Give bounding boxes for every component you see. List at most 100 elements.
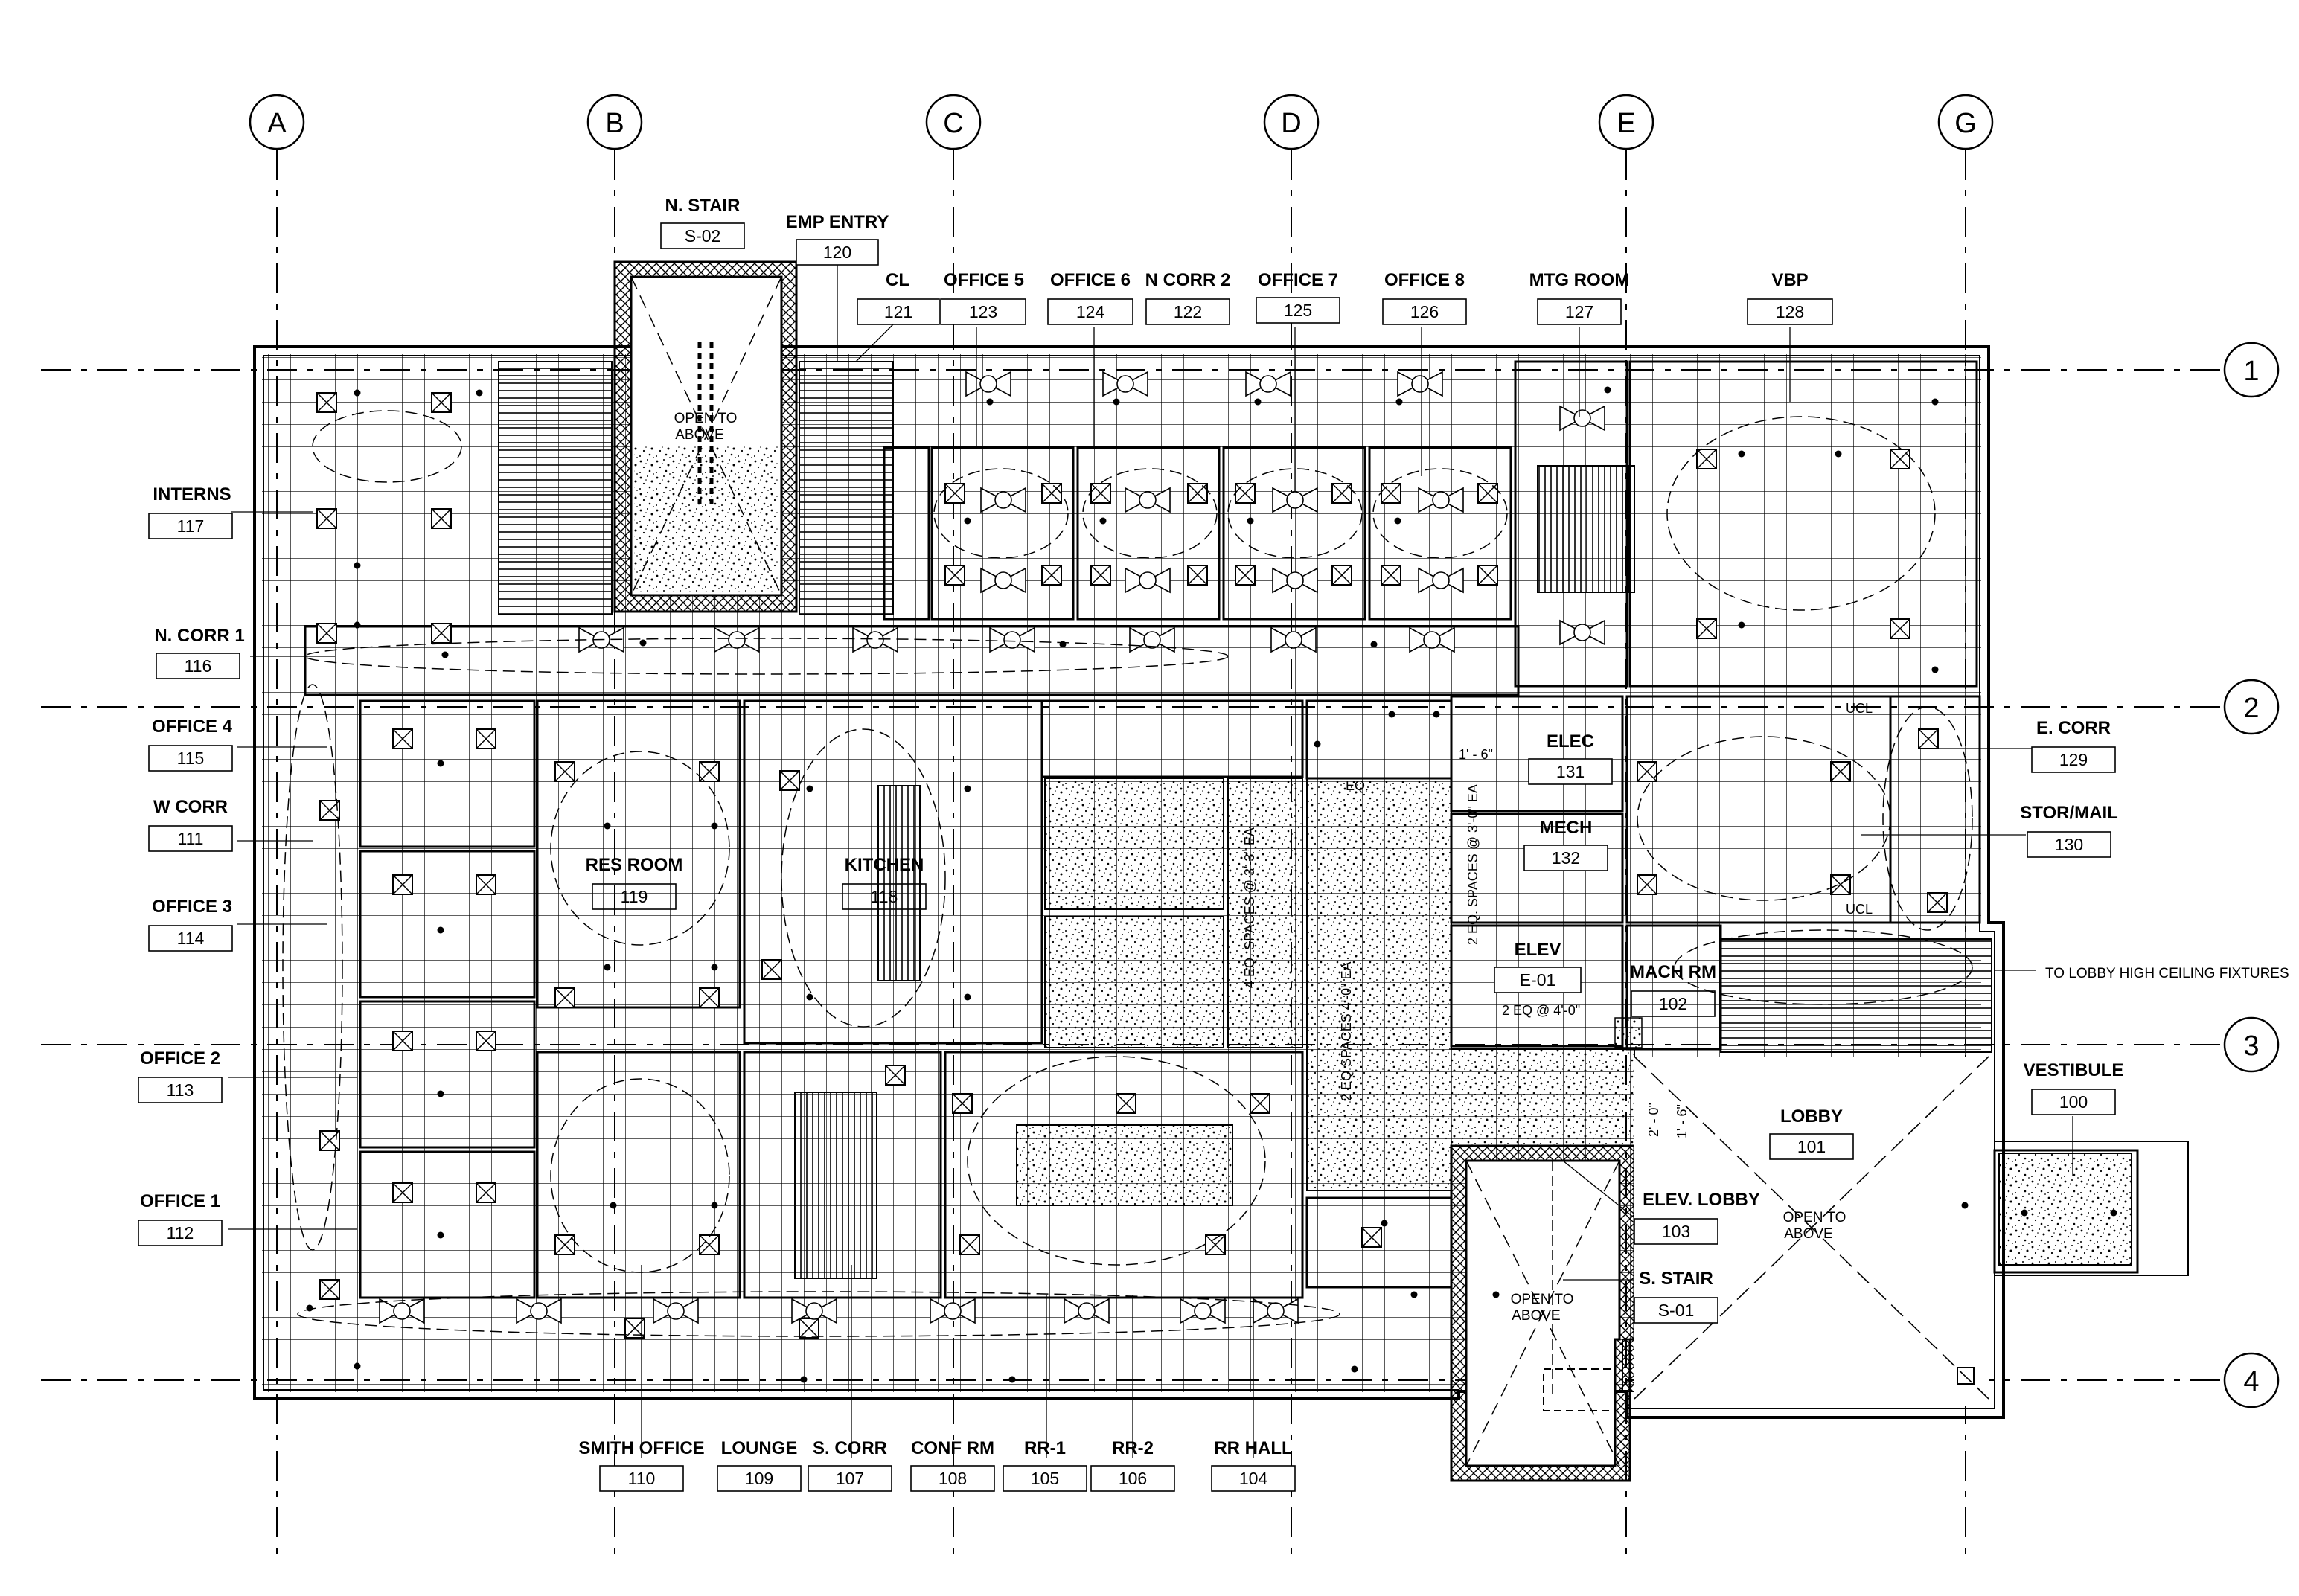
- room-tag-res-room: RES ROOM 119: [586, 855, 683, 910]
- svg-text:OFFICE 6: OFFICE 6: [1050, 270, 1131, 290]
- sprinkler-head: [604, 822, 611, 830]
- troffer-fixture: [1250, 1093, 1270, 1114]
- svg-text:RR-1: RR-1: [1024, 1438, 1066, 1458]
- downlight-fixture: [1397, 371, 1443, 397]
- sprinkler-head: [964, 517, 971, 525]
- sprinkler-head: [1314, 740, 1321, 748]
- sprinkler-head: [437, 926, 444, 934]
- room-tag-conf-rm: CONF RM 108: [910, 1438, 995, 1492]
- room-tag-office2: OFFICE 2 113: [138, 1048, 223, 1103]
- svg-text:E. CORR: E. CORR: [2036, 718, 2111, 738]
- svg-text:OPEN TO: OPEN TO: [1511, 1292, 1574, 1307]
- downlight-fixture: [379, 1298, 425, 1324]
- troffer-fixture: [1041, 565, 1062, 586]
- troffer-fixture: [944, 483, 965, 504]
- room-tag-vbp: VBP 128: [1747, 270, 1833, 325]
- troffer-fixture: [1477, 565, 1498, 586]
- grid-bubble-3: 3: [2223, 1016, 2280, 1073]
- downlight-fixture: [1125, 567, 1171, 594]
- room-tag-e-corr: E. CORR 129: [2031, 718, 2116, 773]
- room-tag-rr1: RR-1 105: [1003, 1438, 1087, 1492]
- svg-text:114: 114: [177, 929, 205, 948]
- svg-text:CONF RM: CONF RM: [911, 1438, 994, 1458]
- south-stair: OPEN TO ABOVE: [1450, 1144, 1640, 1482]
- downlight-fixture: [1272, 567, 1318, 594]
- room-tag-emp-entry: EMP ENTRY 120: [786, 212, 889, 266]
- svg-text:OFFICE 8: OFFICE 8: [1384, 270, 1465, 290]
- troffer-fixture: [554, 761, 575, 782]
- sprinkler-head: [354, 621, 361, 629]
- troffer-fixture: [476, 1182, 496, 1203]
- troffer-fixture: [1381, 565, 1401, 586]
- troffer-fixture: [1187, 565, 1208, 586]
- downlight-fixture: [1245, 371, 1291, 397]
- grid-bubble-B: B: [586, 94, 643, 150]
- sprinkler-head: [1604, 386, 1611, 394]
- room-tag-office4: OFFICE 4 115: [148, 717, 233, 772]
- svg-text:106: 106: [1119, 1469, 1147, 1488]
- troffer-fixture: [1090, 483, 1111, 504]
- room-tag-n-corr1: N. CORR 1 116: [154, 626, 245, 679]
- troffer-fixture: [1918, 728, 1939, 749]
- troffer-fixture: [952, 1093, 973, 1114]
- room-tag-mtg-room: MTG ROOM 127: [1529, 270, 1629, 325]
- room-tag-n-corr2: N CORR 2 122: [1145, 270, 1231, 325]
- svg-text:110: 110: [628, 1469, 656, 1488]
- troffer-fixture: [699, 987, 720, 1008]
- room-tag-office3: OFFICE 3 114: [148, 897, 233, 952]
- sprinkler-head: [1410, 1291, 1418, 1298]
- svg-text:121: 121: [884, 302, 912, 321]
- troffer-fixture: [319, 1279, 340, 1300]
- svg-text:A: A: [267, 108, 287, 139]
- svg-text:104: 104: [1239, 1469, 1268, 1488]
- svg-text:2: 2: [2243, 693, 2259, 724]
- room-tag-mach-rm: MACH RM 102: [1630, 962, 1716, 1017]
- svg-text:MACH RM: MACH RM: [1630, 962, 1716, 982]
- interior-walls: [304, 360, 1981, 1299]
- troffer-fixture: [761, 959, 782, 980]
- downlight-fixture: [1180, 1298, 1226, 1324]
- svg-text:UCL: UCL: [1846, 701, 1873, 716]
- room-tag-office7: OFFICE 7 125: [1256, 270, 1340, 324]
- room-tag-office8: OFFICE 8 126: [1382, 270, 1467, 325]
- sprinkler-head: [964, 785, 971, 792]
- svg-text:ELEV: ELEV: [1515, 940, 1561, 960]
- svg-text:N CORR 2: N CORR 2: [1145, 270, 1231, 290]
- room-tag-lobby: LOBBY 101: [1769, 1106, 1854, 1160]
- sprinkler-head: [800, 1376, 808, 1383]
- troffer-fixture: [885, 1065, 906, 1086]
- downlight-fixture: [791, 1298, 837, 1324]
- troffer-fixture: [1090, 565, 1111, 586]
- room-tag-mech: MECH 132: [1523, 818, 1608, 871]
- sprinkler-head: [354, 562, 361, 569]
- svg-text:4 EQ. SPACES @ 3'-3" EA: 4 EQ. SPACES @ 3'-3" EA: [1242, 827, 1257, 988]
- troffer-fixture: [1187, 483, 1208, 504]
- grid-bubble-D: D: [1263, 94, 1320, 150]
- svg-text:107: 107: [836, 1469, 864, 1488]
- svg-text:129: 129: [2059, 750, 2088, 769]
- svg-text:ABOVE: ABOVE: [675, 427, 723, 443]
- svg-text:124: 124: [1076, 302, 1105, 321]
- room-tag-w-corr: W CORR 111: [148, 797, 233, 852]
- svg-text:125: 125: [1284, 301, 1312, 320]
- troffer-fixture: [1696, 449, 1717, 469]
- svg-text:109: 109: [745, 1469, 773, 1488]
- svg-text:N. CORR 1: N. CORR 1: [154, 626, 244, 646]
- downlight-fixture: [1125, 487, 1171, 513]
- sprinkler-head: [2021, 1209, 2028, 1217]
- svg-text:131: 131: [1556, 762, 1585, 781]
- svg-text:RES ROOM: RES ROOM: [586, 855, 683, 875]
- room-tag-smith-office: SMITH OFFICE 110: [578, 1438, 705, 1492]
- troffer-fixture: [392, 874, 413, 895]
- sprinkler-head: [437, 760, 444, 767]
- room-tag-office5: OFFICE 5 123: [940, 270, 1026, 325]
- troffer-fixture: [1830, 761, 1851, 782]
- downlight-fixture: [714, 626, 760, 653]
- svg-text:EMP ENTRY: EMP ENTRY: [786, 212, 889, 232]
- svg-text:113: 113: [167, 1080, 194, 1100]
- troffer-fixture: [779, 770, 800, 791]
- grid-bubble-A: A: [249, 94, 305, 150]
- sprinkler-head: [1931, 666, 1939, 673]
- sprinkler-head: [1738, 621, 1745, 629]
- svg-text:115: 115: [177, 749, 205, 768]
